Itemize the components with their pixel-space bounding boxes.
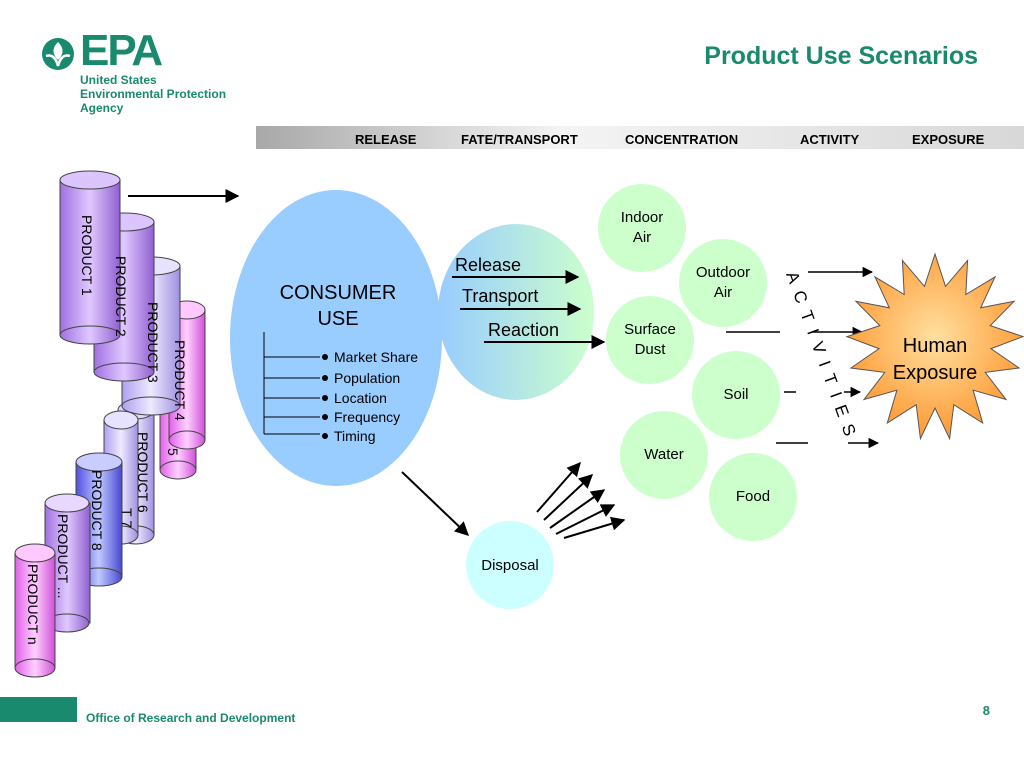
media-node-soil bbox=[692, 351, 780, 439]
disposal-arrows bbox=[536, 461, 626, 539]
fate-transport-region bbox=[438, 224, 594, 400]
process-release-label: Release bbox=[455, 255, 522, 275]
product-label: PRODUCT ... bbox=[55, 514, 71, 599]
media-label-line: Water bbox=[644, 446, 684, 463]
media-label-line: Air bbox=[713, 284, 733, 301]
stage-release: RELEASE bbox=[355, 132, 417, 147]
consumer-use-node bbox=[230, 190, 442, 486]
process-reaction-label: Reaction bbox=[488, 320, 560, 340]
media-node-surface-dust bbox=[606, 296, 694, 384]
stage-activity: ACTIVITY bbox=[800, 132, 860, 147]
activities-label: ACTIVITIES bbox=[782, 269, 862, 447]
process-transport-label: Transport bbox=[462, 286, 539, 306]
attribute-frequency: Frequency bbox=[334, 409, 401, 425]
arrow-to-disposal bbox=[401, 471, 470, 536]
media-label-line: Surface bbox=[624, 321, 676, 338]
media-label-water: Water bbox=[620, 445, 708, 465]
consumer-use-title: CONSUMER USE bbox=[258, 280, 418, 332]
media-label-surface-dust: Surface Dust bbox=[606, 320, 694, 360]
epa-logo-text: EPA bbox=[80, 26, 163, 75]
product-cylinder bbox=[59, 170, 121, 345]
product-label: PRODUCT 6 bbox=[135, 432, 151, 513]
consumer-use-title-line: USE bbox=[317, 308, 359, 330]
product-label: 5 bbox=[165, 448, 181, 456]
media-label-soil: Soil bbox=[692, 385, 780, 405]
media-label-line: Soil bbox=[723, 386, 749, 403]
media-label-line: Dust bbox=[634, 341, 666, 358]
attribute-market-share: Market Share bbox=[334, 349, 419, 365]
human-exposure-line: Human bbox=[902, 335, 968, 357]
activity-lines bbox=[726, 266, 880, 449]
media-label-indoor-air: Indoor Air bbox=[598, 208, 686, 248]
stage-bar bbox=[256, 126, 1024, 149]
product-label: PRODUCT 8 bbox=[89, 470, 105, 551]
media-label-line: Indoor bbox=[620, 209, 664, 226]
product-label: PRODUCT 2 bbox=[113, 256, 129, 337]
stage-concentration: CONCENTRATION bbox=[625, 132, 739, 147]
product-label: PRODUCT n bbox=[25, 564, 41, 645]
human-exposure-line: Exposure bbox=[892, 362, 978, 384]
human-exposure-label: Human Exposure bbox=[862, 333, 1008, 387]
attribute-location: Location bbox=[334, 390, 387, 406]
media-node-indoor-air bbox=[598, 184, 686, 272]
media-label-line: Food bbox=[735, 488, 771, 505]
agency-line: Environmental Protection bbox=[80, 87, 227, 101]
product-label: T 7 bbox=[119, 508, 135, 528]
media-label-line: Air bbox=[632, 229, 652, 246]
attribute-bullets bbox=[322, 354, 328, 439]
media-label-line: Outdoor bbox=[695, 264, 751, 281]
attribute-population: Population bbox=[334, 370, 401, 386]
page-title: Product Use Scenarios bbox=[704, 42, 978, 70]
media-node-water bbox=[620, 411, 708, 499]
disposal-node bbox=[466, 521, 554, 609]
stage-exposure: EXPOSURE bbox=[912, 132, 985, 147]
product-label: PRODUCT 1 bbox=[79, 215, 95, 296]
stage-fate-transport: FATE/TRANSPORT bbox=[461, 132, 578, 147]
product-label: PRODUCT 3 bbox=[145, 302, 161, 383]
agency-name: United States Environmental Protection A… bbox=[80, 73, 226, 115]
agency-line: Agency bbox=[80, 101, 124, 115]
product-label: PRODUCT 4 bbox=[172, 340, 188, 421]
consumer-use-title-line: CONSUMER bbox=[279, 282, 397, 304]
media-node-outdoor-air bbox=[679, 239, 767, 327]
attribute-timing: Timing bbox=[334, 428, 376, 444]
human-exposure-star bbox=[845, 252, 1024, 441]
epa-flower-icon bbox=[42, 38, 74, 70]
page-number: 8 bbox=[982, 703, 990, 718]
media-label-outdoor-air: Outdoor Air bbox=[679, 263, 767, 303]
media-node-food bbox=[709, 453, 797, 541]
agency-line: United States bbox=[80, 73, 157, 87]
product-cylinder bbox=[14, 543, 56, 678]
disposal-label: Disposal bbox=[481, 557, 539, 574]
footer-bar bbox=[0, 697, 77, 722]
footer-office-name: Office of Research and Development bbox=[86, 711, 296, 725]
media-label-food: Food bbox=[709, 487, 797, 507]
attribute-bracket bbox=[263, 332, 320, 435]
